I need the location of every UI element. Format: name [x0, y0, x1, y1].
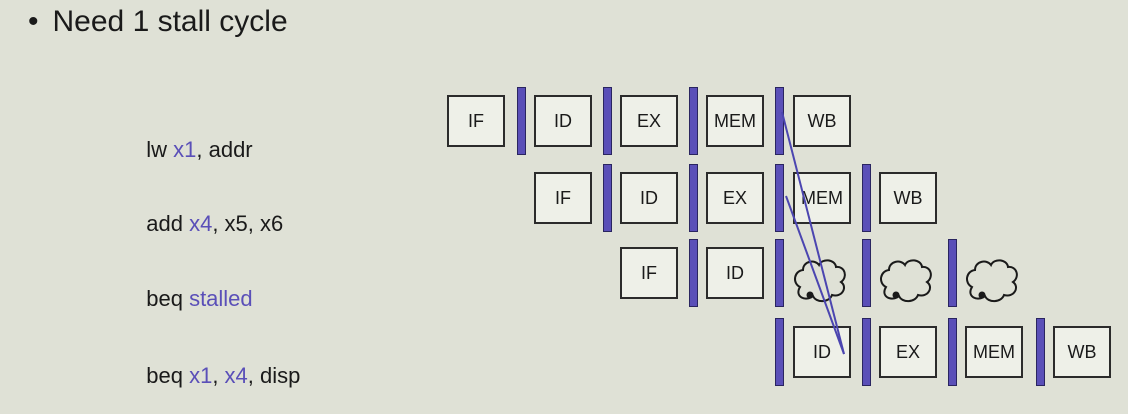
instr-text: , x5, x6 [212, 211, 284, 236]
pipeline-latch [603, 87, 612, 155]
stage-box: WB [879, 172, 937, 224]
stage-box: MEM [965, 326, 1023, 378]
instr-text: , addr [196, 137, 253, 162]
stage-box: ID [620, 172, 678, 224]
pipeline-latch [1036, 318, 1045, 386]
instruction-lw: lw x1, addr [134, 111, 253, 163]
pipeline-latch [603, 164, 612, 232]
pipeline-latch [517, 87, 526, 155]
stage-box: EX [879, 326, 937, 378]
stage-box: IF [447, 95, 505, 147]
stage-box: ID [793, 326, 851, 378]
instr-register: x1 [189, 363, 213, 388]
stage-box: IF [534, 172, 592, 224]
pipeline-latch [775, 164, 784, 232]
instruction-add: add x4, x5, x6 [134, 185, 283, 237]
pipeline-latch [775, 239, 784, 307]
instr-register: x4 [224, 363, 248, 388]
instr-text: add [146, 211, 190, 236]
pipeline-latch [775, 318, 784, 386]
forward-arrow-lw [781, 111, 845, 355]
pipeline-latch [862, 164, 871, 232]
pipeline-latch [689, 239, 698, 307]
instr-text: , [212, 363, 225, 388]
stage-box: WB [1053, 326, 1111, 378]
stage-box: EX [706, 172, 764, 224]
stage-box: EX [620, 95, 678, 147]
bullet-dot: • [28, 5, 39, 38]
instr-text: lw [146, 137, 174, 162]
instruction-beq-stalled: beq stalled [134, 260, 253, 312]
instr-text: , disp [247, 363, 301, 388]
stall-bubble-icon [794, 259, 846, 303]
stage-box: MEM [706, 95, 764, 147]
instr-register: x4 [189, 211, 213, 236]
stage-box: WB [793, 95, 851, 147]
stage-box: ID [534, 95, 592, 147]
pipeline-latch [689, 164, 698, 232]
slide-bullet: • Need 1 stall cycle [28, 4, 288, 40]
pipeline-latch [948, 318, 957, 386]
bullet-text: Need 1 stall cycle [52, 5, 288, 38]
pipeline-latch [689, 87, 698, 155]
stage-box: MEM [793, 172, 851, 224]
stage-box: IF [620, 247, 678, 299]
instruction-beq: beq x1, x4, disp [134, 337, 300, 389]
instr-status: stalled [189, 286, 253, 311]
pipeline-latch [862, 239, 871, 307]
pipeline-latch [775, 87, 784, 155]
pipeline-latch [862, 318, 871, 386]
instr-register: x1 [173, 137, 197, 162]
stage-box: ID [706, 247, 764, 299]
instr-text: beq [146, 363, 190, 388]
pipeline-latch [948, 239, 957, 307]
instr-text: beq [146, 286, 190, 311]
